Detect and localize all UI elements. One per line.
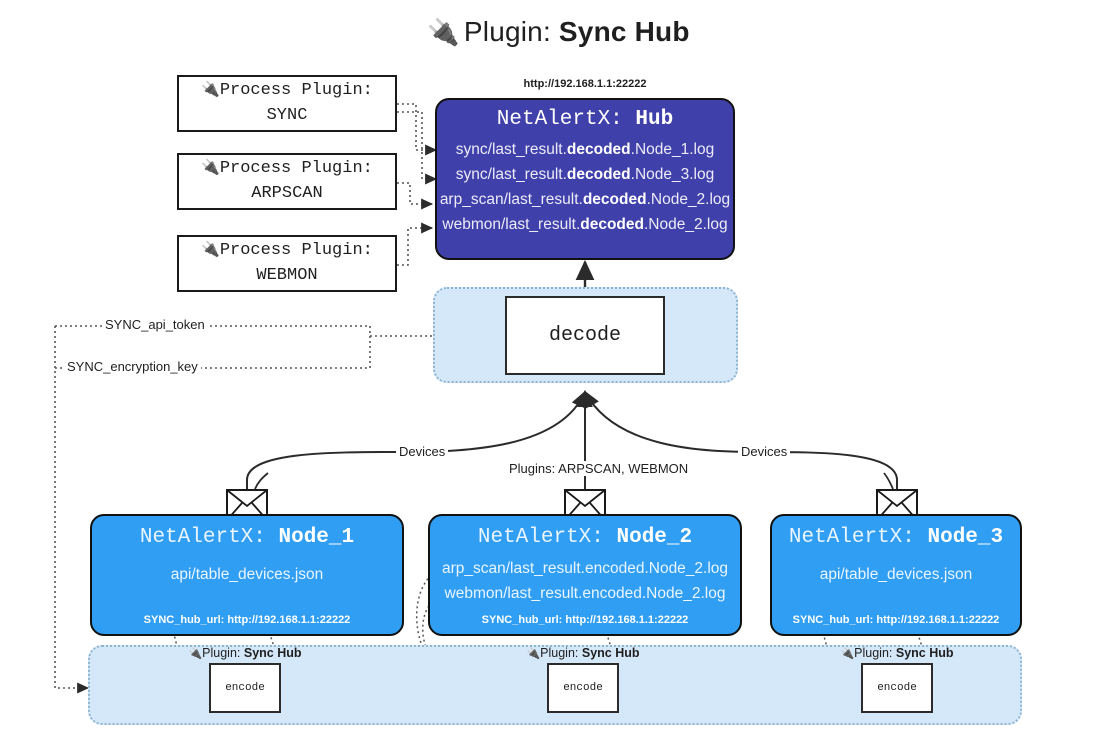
encode-box-node-3[interactable]: encode xyxy=(861,663,933,713)
encoder-caption-label: Plugin: xyxy=(202,646,241,660)
node-box-node-2[interactable]: NetAlertX: Node_2 arp_scan/last_result.e… xyxy=(428,514,742,636)
node-log-line: arp_scan/last_result.encoded.Node_2.log xyxy=(441,560,729,577)
page-title-label: Plugin: xyxy=(463,16,551,47)
log-em: decoded xyxy=(580,216,644,234)
log-post: .Node_3.log xyxy=(630,166,715,184)
node-log-line: api/table_devices.json xyxy=(170,566,324,583)
log-em: decoded xyxy=(582,191,647,209)
node-box-node-1[interactable]: NetAlertX: Node_1 api/table_devices.json… xyxy=(90,514,404,636)
process-plugin-label: Process Plugin: xyxy=(219,158,373,178)
edge-label-devices-left: Devices xyxy=(396,444,449,459)
encoder-caption-value: Sync Hub xyxy=(895,646,954,660)
page-title: 🔌Plugin: Sync Hub xyxy=(0,16,1117,48)
node-log-line: webmon/last_result.encoded.Node_2.log xyxy=(444,584,726,602)
log-em: decoded xyxy=(566,141,631,158)
node-box-node-3[interactable]: NetAlertX: Node_3 api/table_devices.json… xyxy=(770,514,1022,636)
node-title-value: Node_1 xyxy=(278,526,355,549)
node-title-prefix: NetAlertX: xyxy=(139,526,266,549)
log-post: .Node_1.log xyxy=(630,141,715,158)
process-plugin-box-webmon[interactable]: 🔌Process Plugin: WEBMON xyxy=(177,235,397,292)
process-plugin-value: SYNC xyxy=(266,105,308,125)
hub-log-line: arp_scan/last_result.decoded.Node_2.log xyxy=(437,187,733,212)
node-title-prefix: NetAlertX: xyxy=(477,526,604,549)
plug-icon: 🔌 xyxy=(188,648,203,660)
encode-box-node-2[interactable]: encode xyxy=(547,663,619,713)
node-footer-url: SYNC_hub_url: http://192.168.1.1:22222 xyxy=(792,614,1000,626)
log-pre: sync/last_result. xyxy=(455,166,567,184)
page-title-value: Sync Hub xyxy=(558,16,690,47)
process-plugin-value: WEBMON xyxy=(256,265,318,285)
encode-box-node-1[interactable]: encode xyxy=(209,663,281,713)
log-pre: webmon/last_result. xyxy=(442,216,581,234)
hub-log-line: sync/last_result.decoded.Node_3.log xyxy=(437,162,733,187)
process-plugin-value: ARPSCAN xyxy=(251,183,323,203)
hub-log-line: sync/last_result.decoded.Node_1.log xyxy=(437,137,733,162)
hub-box[interactable]: NetAlertX: Hub sync/last_result.decoded.… xyxy=(435,98,735,260)
process-plugin-box-arpscan[interactable]: 🔌Process Plugin: ARPSCAN xyxy=(177,153,397,210)
node-title-prefix: NetAlertX: xyxy=(788,526,915,549)
plug-icon: 🔌 xyxy=(427,17,460,47)
plug-icon: 🔌 xyxy=(201,157,220,176)
encoder-caption-value: Sync Hub xyxy=(243,646,302,660)
log-em: decoded xyxy=(566,166,631,184)
edge-label-plugins-center: Plugins: ARPSCAN, WEBMON xyxy=(506,461,692,476)
log-post: .Node_2.log xyxy=(643,216,728,234)
edge-label-devices-right: Devices xyxy=(738,444,791,459)
encoder-caption-label: Plugin: xyxy=(854,646,893,660)
hub-title-prefix: NetAlertX: xyxy=(496,108,623,131)
plug-icon: 🔌 xyxy=(840,648,855,660)
encoder-caption-node-2: 🔌Plugin: Sync Hub xyxy=(488,646,678,660)
encoder-caption-label: Plugin: xyxy=(540,646,579,660)
process-plugin-box-sync[interactable]: 🔌Process Plugin: SYNC xyxy=(177,75,397,132)
decode-box[interactable]: decode xyxy=(505,296,665,375)
node-footer-url: SYNC_hub_url: http://192.168.1.1:22222 xyxy=(481,614,689,626)
node-title-value: Node_3 xyxy=(927,526,1004,549)
hub-title-value: Hub xyxy=(635,108,674,131)
process-plugin-label: Process Plugin: xyxy=(219,240,373,260)
node-title-value: Node_2 xyxy=(616,526,693,549)
node-log-line: api/table_devices.json xyxy=(819,566,973,583)
plug-icon: 🔌 xyxy=(201,239,220,258)
plug-icon: 🔌 xyxy=(526,648,541,660)
secret-label-api-token: SYNC_api_token xyxy=(102,317,208,332)
log-post: .Node_2.log xyxy=(646,191,731,209)
encoder-caption-value: Sync Hub xyxy=(581,646,640,660)
hub-url-label: http://192.168.1.1:22222 xyxy=(523,78,647,90)
log-pre: sync/last_result. xyxy=(455,141,567,158)
node-title: NetAlertX: Node_3 xyxy=(772,526,1020,549)
plug-icon: 🔌 xyxy=(201,79,220,98)
encoder-caption-node-3: 🔌Plugin: Sync Hub xyxy=(802,646,992,660)
log-pre: arp_scan/last_result. xyxy=(439,191,583,209)
hub-log-line: webmon/last_result.decoded.Node_2.log xyxy=(437,212,733,237)
hub-title: NetAlertX: Hub xyxy=(437,108,733,131)
node-title: NetAlertX: Node_1 xyxy=(92,526,402,549)
node-title: NetAlertX: Node_2 xyxy=(430,526,740,549)
encoder-caption-node-1: 🔌Plugin: Sync Hub xyxy=(150,646,340,660)
secret-label-encryption-key: SYNC_encryption_key xyxy=(64,359,201,374)
process-plugin-label: Process Plugin: xyxy=(219,80,373,100)
node-footer-url: SYNC_hub_url: http://192.168.1.1:22222 xyxy=(143,614,351,626)
